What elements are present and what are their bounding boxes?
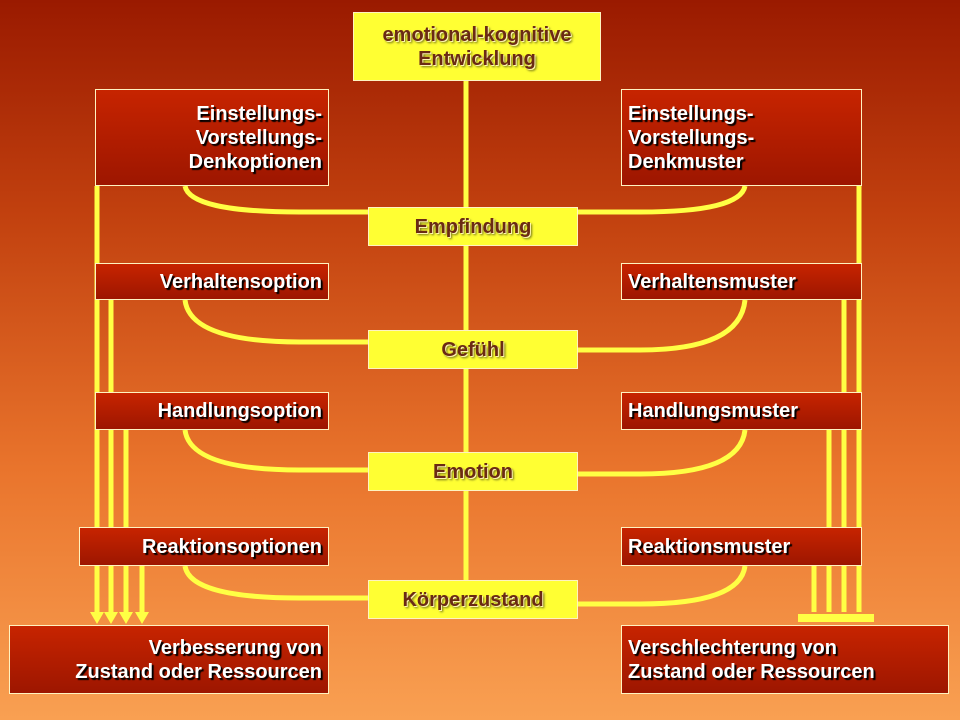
box-emotion: Emotion xyxy=(368,452,578,491)
right-inhibitor-bar xyxy=(798,614,874,622)
curve-reaktion-right xyxy=(578,565,748,607)
box-verhaltensoption: Verhaltensoption xyxy=(95,263,329,300)
box-verbesserung: Verbesserung von Zustand oder Ressourcen xyxy=(9,625,329,694)
box-emotional-kognitive-entwicklung: emotional-kognitive Entwicklung xyxy=(353,12,601,81)
box-verschlechterung: Verschlechterung von Zustand oder Ressou… xyxy=(621,625,949,694)
box-label: Reaktionsmuster xyxy=(628,535,791,558)
curve-verhalten-left xyxy=(182,299,370,345)
box-label: Verbesserung von Zustand oder Ressourcen xyxy=(75,636,322,683)
box-label: Reaktionsoptionen xyxy=(141,535,322,558)
curve-handlung-left xyxy=(182,429,370,473)
box-label: Verhaltensmuster xyxy=(628,270,796,293)
box-label: Handlungsoption xyxy=(157,400,322,422)
box-label: emotional-kognitive Entwicklung xyxy=(382,23,572,70)
box-reaktionsmuster: Reaktionsmuster xyxy=(621,527,862,566)
box-denkoptionen: Einstellungs- Vorstellungs- Denkoptionen xyxy=(95,89,329,186)
box-label: Emotion xyxy=(433,460,513,483)
left-arrow-head-3 xyxy=(119,612,133,624)
box-verhaltensmuster: Verhaltensmuster xyxy=(621,263,862,300)
box-label: Einstellungs- Vorstellungs- Denkmuster xyxy=(628,102,755,173)
box-koerperzustand: Körperzustand xyxy=(368,580,578,619)
box-gefuehl: Gefühl xyxy=(368,330,578,369)
box-handlungsoption: Handlungsoption xyxy=(95,392,329,430)
left-arrow-head-2 xyxy=(104,612,118,624)
box-label: Handlungsmuster xyxy=(628,400,799,422)
box-handlungsmuster: Handlungsmuster xyxy=(621,392,862,430)
box-denkmuster: Einstellungs- Vorstellungs- Denkmuster xyxy=(621,89,862,186)
box-label: Gefühl xyxy=(441,338,505,361)
box-label: Verschlechterung von Zustand oder Ressou… xyxy=(628,636,875,683)
box-label: Körperzustand xyxy=(402,588,544,611)
box-label: Verhaltensoption xyxy=(159,270,322,293)
left-arrow-head-1 xyxy=(90,612,104,624)
curve-verhalten-right xyxy=(578,299,748,353)
box-empfindung: Empfindung xyxy=(368,207,578,246)
curve-reaktion-left xyxy=(182,565,370,601)
curve-einstellungen-right xyxy=(578,185,748,215)
curve-handlung-right xyxy=(578,429,748,477)
curve-einstellungen-left xyxy=(182,185,370,215)
left-arrow-head-4 xyxy=(135,612,149,624)
box-label: Einstellungs- Vorstellungs- Denkoptionen xyxy=(188,102,322,173)
box-label: Empfindung xyxy=(414,215,532,238)
box-reaktionsoptionen: Reaktionsoptionen xyxy=(79,527,329,566)
